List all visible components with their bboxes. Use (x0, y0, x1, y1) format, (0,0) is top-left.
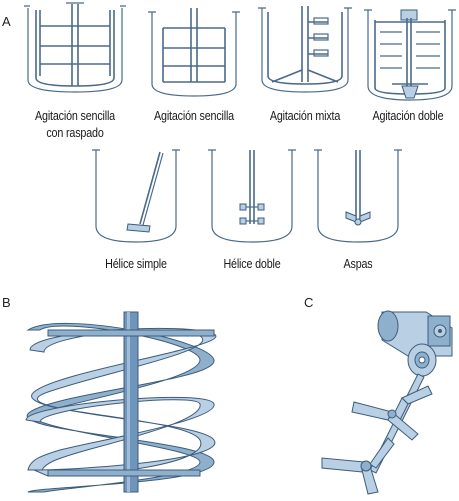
caption-double-propeller: Hélice doble (223, 257, 281, 271)
vessel-double-agitator (364, 9, 456, 101)
motor-paddle-agitator (321, 310, 453, 495)
caption-paddles: Aspas (343, 257, 373, 271)
panel-letter-b: B (2, 295, 11, 310)
vessel-simple-agitator (148, 8, 240, 97)
vessel-paddles (314, 149, 402, 243)
caption-single-scraper-line2: con raspado (46, 126, 104, 140)
panel-letter-c: C (304, 295, 314, 310)
caption-mixed-agitation: Agitación mixta (269, 109, 341, 123)
caption-double-agitation: Agitación doble (372, 109, 444, 123)
vessel-scraper-agitator (24, 2, 126, 93)
panel-letter-a: A (2, 14, 11, 29)
caption-single-agitation: Agitación sencilla (154, 109, 234, 123)
caption-single-scraper-line1: Agitación sencilla (35, 109, 115, 123)
vessel-double-propeller (208, 149, 296, 243)
vessel-simple-propeller (92, 149, 180, 243)
caption-single-propeller: Hélice simple (105, 257, 167, 271)
vessel-mixed-agitator (258, 6, 352, 93)
helical-ribbon-impeller (25, 311, 217, 493)
